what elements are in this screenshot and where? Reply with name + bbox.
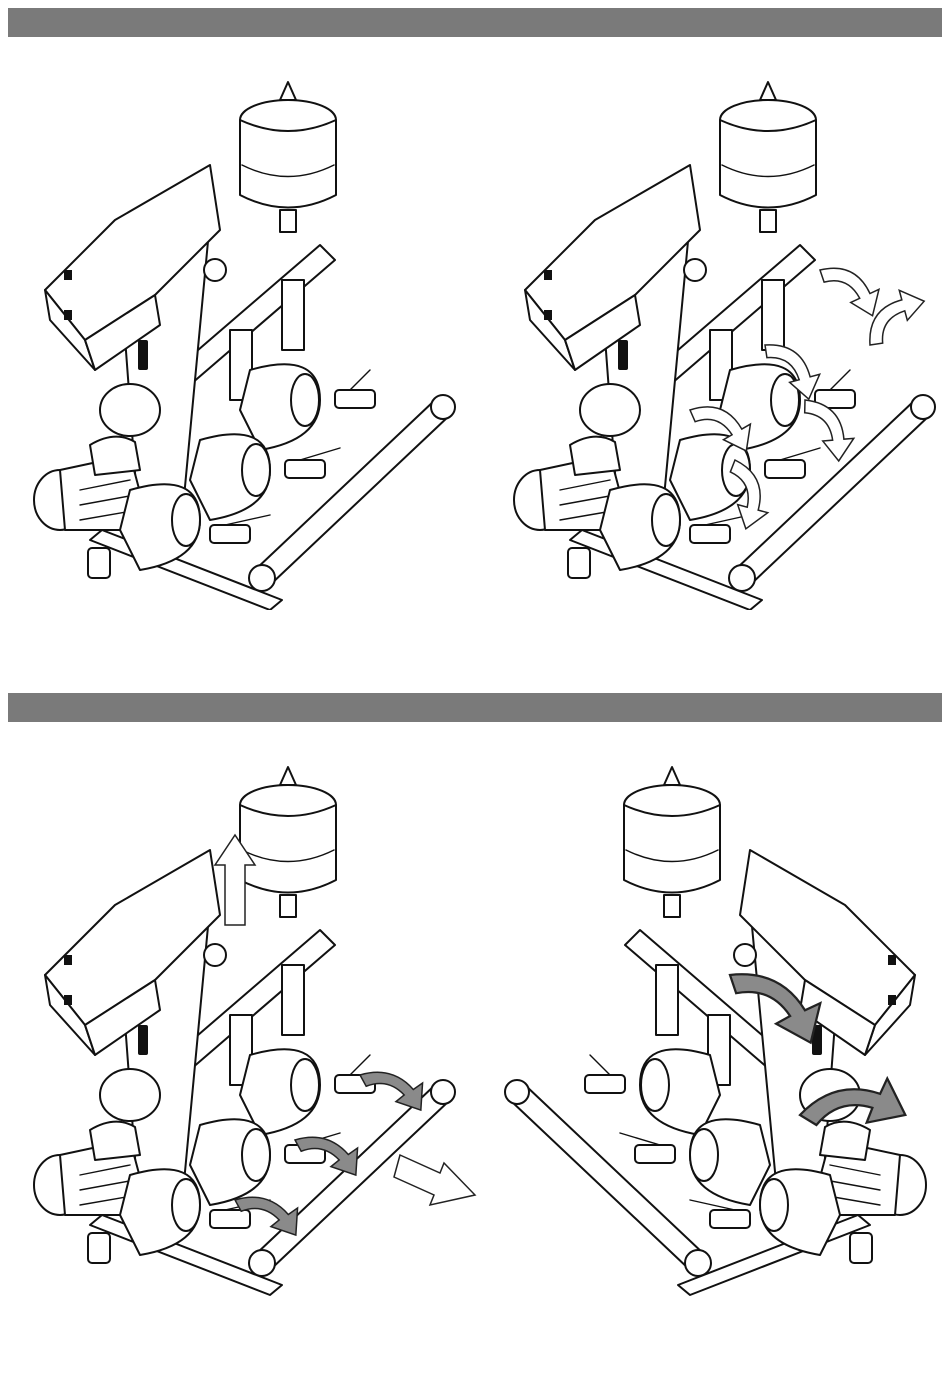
pump-unit-assembled <box>20 70 460 610</box>
pump-unit-drawing <box>500 70 940 610</box>
curved-rotate-arrow-icon <box>811 262 884 316</box>
pump-unit-drawing <box>20 755 490 1305</box>
pump-unit-rotate-components <box>500 70 940 610</box>
pump-unit-drawing <box>500 755 940 1305</box>
pump-unit-remove-tank-and-manifold <box>20 755 490 1305</box>
pump-unit-reoriented <box>500 755 940 1305</box>
section-header-bar-2 <box>8 693 942 722</box>
straight-move-arrow-icon <box>394 1155 475 1205</box>
pump-unit-drawing <box>20 70 460 610</box>
section-header-bar-1 <box>8 8 942 37</box>
